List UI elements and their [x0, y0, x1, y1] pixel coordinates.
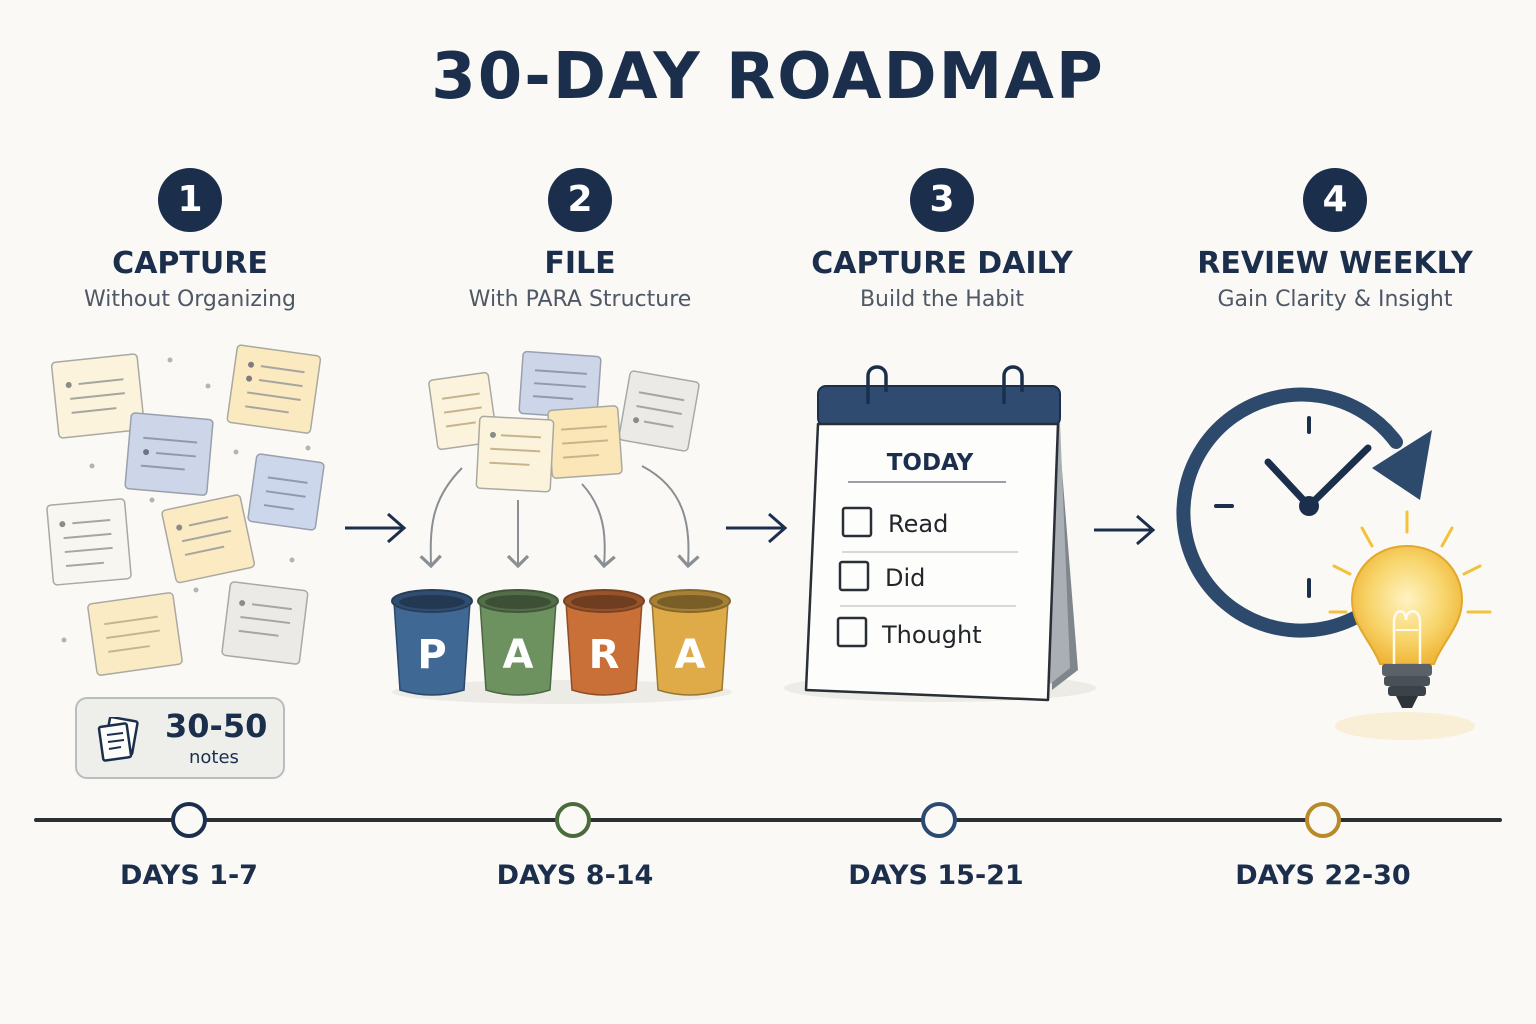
- calendar-item-read: Read: [888, 510, 948, 538]
- days-label-2: DAYS 8-14: [496, 860, 654, 891]
- calendar-icon: TODAY Read Did Thought: [784, 365, 1096, 702]
- step-4-subtitle: Gain Clarity & Insight: [1217, 287, 1453, 312]
- page-title: 30-DAY ROADMAP: [431, 40, 1105, 114]
- para-bucket-2: A: [477, 589, 559, 696]
- step-2: 2 FILE With PARA Structure: [390, 168, 770, 312]
- checkbox-did: [838, 560, 870, 592]
- para-bucket-4: A: [649, 589, 731, 696]
- calendar-item-thought: Thought: [881, 621, 982, 649]
- notes-icon: [97, 717, 139, 762]
- days-label-4: DAYS 22-30: [1235, 860, 1411, 891]
- step-1-subtitle: Without Organizing: [83, 287, 297, 312]
- para-bucket-letter: R: [589, 632, 620, 678]
- notes-stack-icon: [428, 350, 700, 493]
- milestone-4: [1305, 802, 1341, 838]
- days-label-1: DAYS 1-7: [120, 860, 258, 891]
- para-bucket-letter: P: [417, 632, 446, 678]
- checkbox-read: [841, 506, 873, 538]
- notes-count: 30-50: [165, 707, 268, 745]
- para-bucket-letter: A: [675, 632, 706, 678]
- calendar-header: TODAY: [887, 450, 974, 476]
- step-2-number: 2: [548, 168, 612, 232]
- step-2-subtitle: With PARA Structure: [468, 287, 692, 312]
- milestone-1: [171, 802, 207, 838]
- milestone-3: [921, 802, 957, 838]
- checkbox-thought: [836, 616, 868, 648]
- arrow-right-icon: [726, 512, 788, 544]
- timeline: [34, 802, 1502, 838]
- step-3-number: 3: [910, 168, 974, 232]
- notes-label: notes: [189, 747, 239, 768]
- arrow-right-icon: [345, 512, 407, 544]
- step-4-name: REVIEW WEEKLY: [1197, 246, 1473, 281]
- days-label-3: DAYS 15-21: [848, 860, 1024, 891]
- step-2-name: FILE: [544, 246, 616, 281]
- clock-cycle-icon: [1176, 387, 1432, 638]
- filing-arrows: [419, 465, 700, 569]
- para-bucket-3: R: [563, 589, 645, 696]
- calendar-item-did: Did: [885, 564, 925, 592]
- notes-count-badge: 30-50 notes: [75, 697, 285, 779]
- step-3-subtitle: Build the Habit: [859, 287, 1025, 312]
- step-4: 4 REVIEW WEEKLY Gain Clarity & Insight: [1145, 168, 1525, 312]
- scattered-notes-icon: [46, 344, 325, 676]
- milestone-2: [555, 802, 591, 838]
- lightbulb-icon: [1328, 510, 1492, 740]
- step-1: 1 CAPTURE Without Organizing: [0, 168, 380, 312]
- step-3-name: CAPTURE DAILY: [811, 246, 1073, 281]
- step-4-number: 4: [1303, 168, 1367, 232]
- arrow-right-icon: [1094, 514, 1156, 546]
- step-1-number: 1: [158, 168, 222, 232]
- para-bucket-1: P: [391, 589, 473, 696]
- step-1-name: CAPTURE: [112, 246, 268, 281]
- step-3: 3 CAPTURE DAILY Build the Habit: [752, 168, 1132, 312]
- para-bucket-letter: A: [503, 632, 534, 678]
